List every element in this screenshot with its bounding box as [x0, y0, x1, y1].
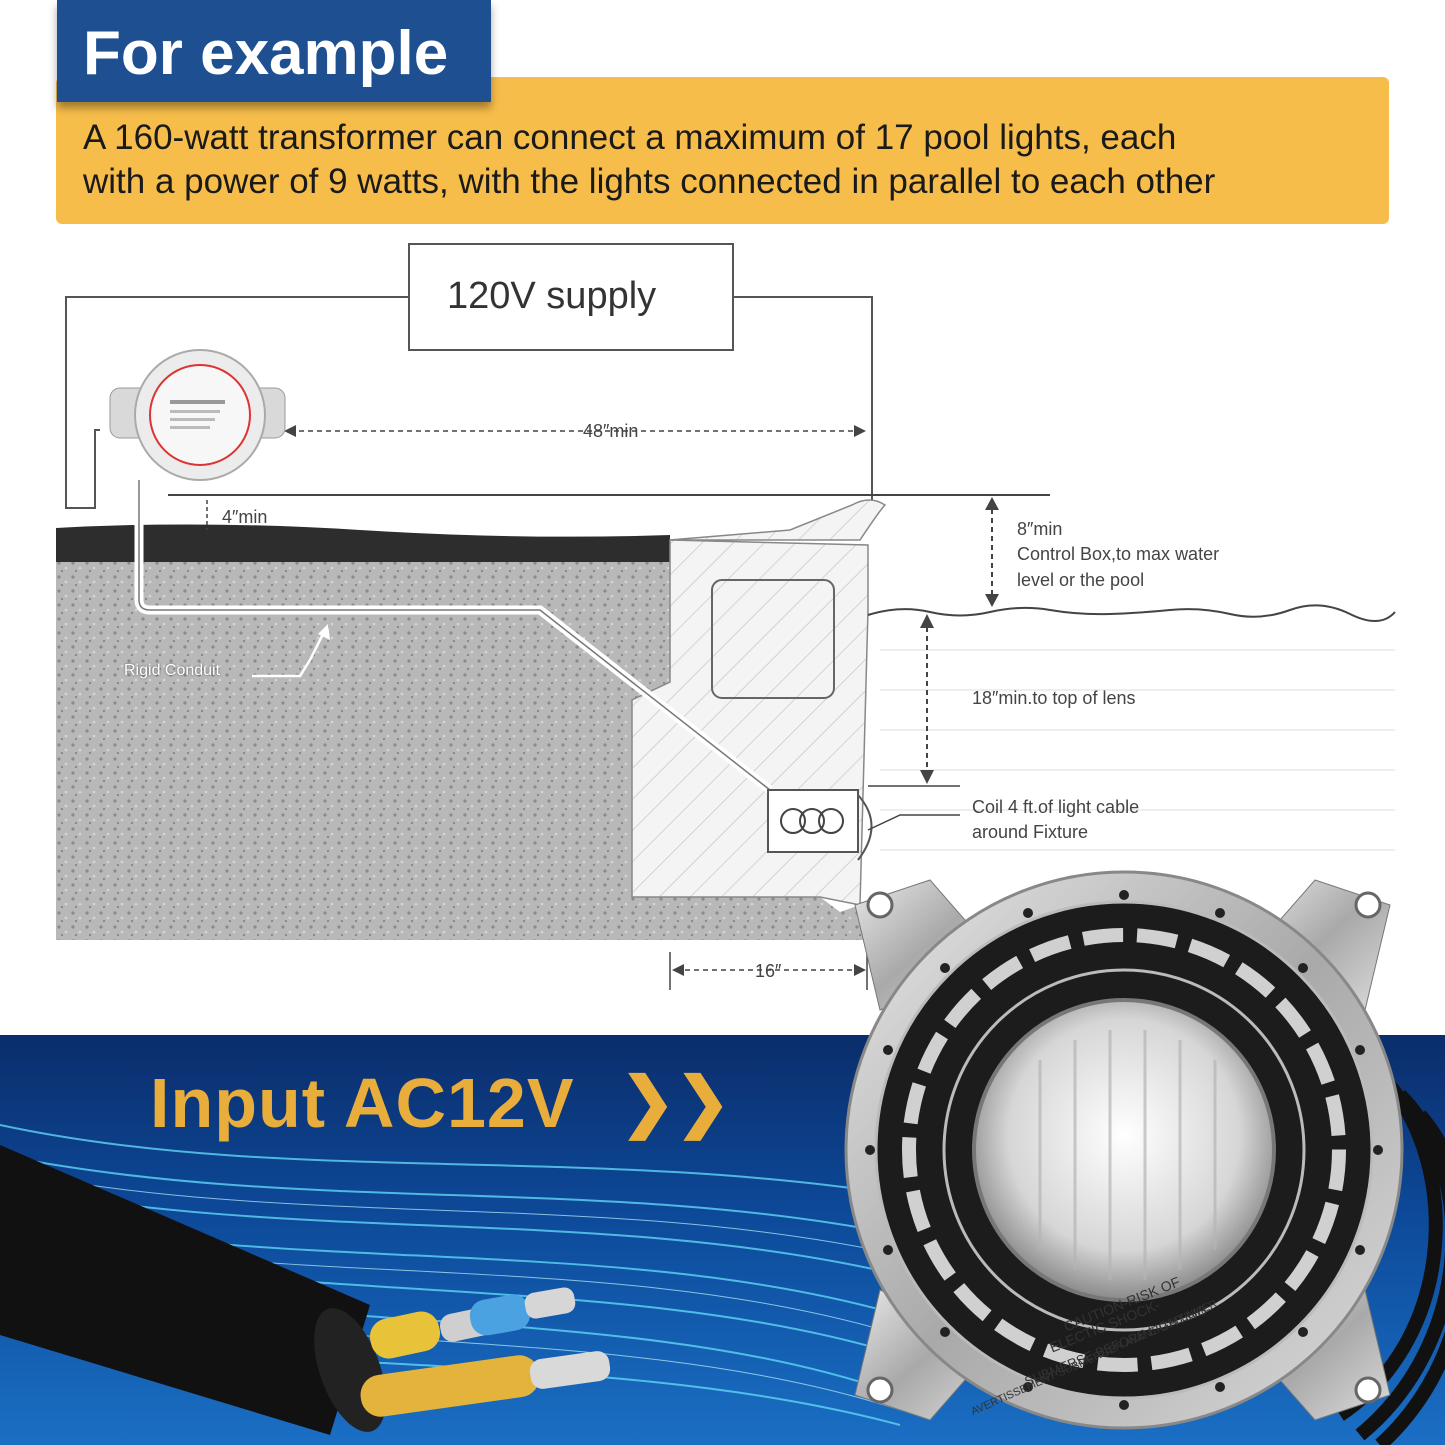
coil-loop-3 [818, 808, 844, 834]
coil-loop-1 [780, 808, 806, 834]
title-banner [57, 0, 491, 102]
dim-8-label: 8″min [1017, 519, 1063, 539]
transformer-icon [109, 349, 286, 481]
cable-conductors [360, 1287, 611, 1417]
note-line-1: A 160-watt transformer can connect a max… [83, 118, 1177, 157]
grass-strip [56, 524, 670, 562]
supply-wire-left [65, 296, 409, 509]
conduit-label: Rigid Conduit [124, 662, 221, 679]
conduit-pointer [252, 629, 327, 678]
cable-jacket [0, 1145, 370, 1435]
rigid-conduit-edge [138, 480, 771, 791]
water-surface [867, 604, 1396, 622]
coil-loop-2 [799, 808, 825, 834]
coil-leader [867, 814, 960, 831]
input-voltage-label: Input AC12V [150, 1064, 575, 1142]
double-chevron-icon: ❯❯ [620, 1064, 731, 1138]
control-box-label-1: Control Box,to max water [1017, 544, 1220, 564]
dim-16-label: 16″ [755, 961, 782, 981]
coil-label-1: Coil 4 ft.of light cable [972, 797, 1140, 817]
page-title: For example [83, 19, 449, 88]
dim-48-label: 48″min [583, 421, 639, 441]
supply-wire-right [733, 296, 873, 505]
dim-4-label: 4″min [222, 507, 268, 527]
supply-label: 120V supply [447, 275, 657, 317]
coiled-cable [1336, 1070, 1445, 1445]
control-box-label-2: level or the pool [1017, 570, 1145, 590]
note-line-2: with a power of 9 watts, with the lights… [83, 162, 1216, 201]
lens-depth-label: 18″min.to top of lens [972, 688, 1136, 708]
installation-diagram [56, 243, 1396, 990]
supply-box [408, 243, 734, 351]
coil-label-2: around Fixture [972, 822, 1089, 842]
control-box [711, 579, 835, 699]
fixture-lens [857, 794, 873, 861]
ground-gravel [56, 540, 868, 940]
